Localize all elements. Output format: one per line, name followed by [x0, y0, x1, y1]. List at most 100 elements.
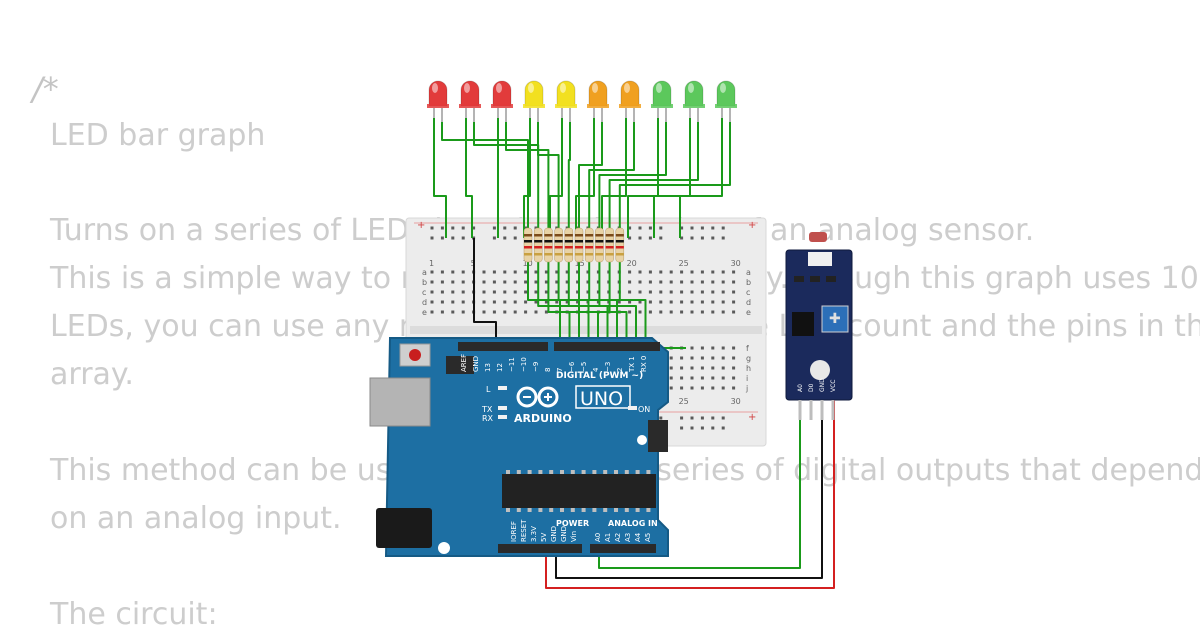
- resistor: [533, 227, 543, 263]
- breadboard-row-label: j: [745, 384, 748, 393]
- jumper-wire: [545, 400, 835, 589]
- breadboard-row-label: d: [422, 298, 427, 307]
- jumper-wire: [608, 122, 699, 228]
- jumper-wire: [505, 122, 550, 228]
- jumper-wire: [433, 118, 447, 238]
- breadboard-row-label: g: [746, 354, 751, 363]
- code-comment-open: /*: [32, 70, 59, 108]
- analog-header-label: ANALOG IN: [608, 519, 658, 528]
- tx-label: TX: [481, 405, 493, 414]
- breadboard-column-label: 1: [429, 259, 434, 268]
- breadboard-column-label: 20: [627, 259, 637, 268]
- digital-pin-label: AREF: [460, 354, 468, 372]
- arduino-logo: [516, 386, 559, 408]
- sensor-pin-label: D0: [808, 383, 815, 392]
- digital-pin-label: ~3: [604, 362, 612, 372]
- led: [683, 80, 705, 122]
- led: [587, 80, 609, 122]
- power-pin-label: 5V: [540, 533, 548, 542]
- digital-pin-label: 2: [616, 368, 624, 372]
- jumper-wire: [568, 262, 611, 344]
- resistor: [615, 227, 625, 263]
- jumper-wire: [587, 262, 591, 344]
- sensor-pin-label: GND: [819, 378, 826, 392]
- breadboard-row-label: f: [746, 344, 749, 353]
- breadboard-row-label: c: [746, 288, 750, 297]
- digital-pin-label: ~5: [580, 362, 588, 372]
- on-led-label: ON: [638, 405, 650, 414]
- reset-button-cap[interactable]: [409, 349, 421, 361]
- analog-pin-label: A0: [594, 533, 602, 542]
- jumper-wire: [618, 122, 731, 228]
- digital-pin-label: GND: [472, 356, 480, 372]
- analog-pin-label: A3: [624, 533, 632, 542]
- code-line-8: The circuit:: [50, 597, 218, 630]
- breadboard-row-label: i: [746, 374, 748, 383]
- jumper-wire: [575, 118, 595, 238]
- digital-pin-label: 12: [496, 363, 504, 372]
- power-pin-label: GND: [560, 526, 568, 542]
- jumper-wire: [465, 118, 473, 238]
- digital-pin-label: RX 0: [640, 356, 648, 372]
- led: [619, 80, 641, 122]
- usb-port: [369, 377, 431, 427]
- digital-pin-label: 13: [484, 363, 492, 372]
- svg-text:✚: ✚: [829, 311, 841, 327]
- jumper-wire: [567, 122, 571, 228]
- jumper-wire: [441, 122, 529, 228]
- jumper-wire: [598, 122, 667, 228]
- power-pin-label: IOREF: [510, 521, 518, 542]
- digital-pin-label: 8: [544, 368, 552, 372]
- jumper-wires: [433, 118, 835, 589]
- jumper-wire: [549, 118, 563, 238]
- resistor: [584, 227, 594, 263]
- breadboard-row-label: a: [746, 268, 751, 277]
- resistor: [544, 227, 553, 263]
- sensitivity-potentiometer[interactable]: [821, 305, 849, 333]
- breadboard-column-label: 30: [731, 397, 741, 406]
- digital-pin-label: TX 1: [628, 356, 636, 373]
- jumper-wire: [679, 118, 723, 238]
- svg-text:+: +: [748, 412, 756, 423]
- sensor-pin-label: A0: [797, 384, 804, 392]
- sensor-pin-label: VCC: [830, 380, 837, 392]
- svg-text:+: +: [417, 220, 425, 231]
- arduino-model-label: UNO: [580, 388, 623, 410]
- power-jack: [376, 508, 432, 548]
- jumper-wire: [588, 122, 635, 228]
- led: [651, 80, 673, 122]
- breadboard-row-label: e: [422, 308, 427, 317]
- breadboard-column-label: 25: [679, 397, 689, 406]
- jumper-wire: [578, 262, 601, 344]
- breadboard-row-label: a: [422, 268, 427, 277]
- jumper-wire: [537, 122, 560, 228]
- breadboard-row-label: b: [422, 278, 427, 287]
- code-line-title: LED bar graph: [50, 118, 266, 153]
- digital-pin-label: ~10: [520, 357, 528, 372]
- svg-text:+: +: [748, 220, 756, 231]
- digital-pins-label: DIGITAL (PWM ~): [556, 371, 643, 381]
- jumper-wire: [555, 400, 823, 579]
- resistor: [605, 227, 614, 263]
- power-pin-label: 3.3V: [530, 526, 538, 542]
- breadboard-row-label: b: [746, 278, 751, 287]
- power-pin-label: GND: [550, 526, 558, 542]
- arduino-uno-board[interactable]: ARDUINO UNO DIGITAL (PWM ~) ON TX RX L P…: [369, 337, 669, 557]
- jumper-wire: [523, 118, 531, 238]
- digital-pin-label: 4: [592, 367, 600, 372]
- analog-pin-label: A2: [614, 533, 622, 542]
- resistor-array: [523, 227, 625, 263]
- resistor: [574, 227, 584, 263]
- resistor: [595, 227, 604, 263]
- breadboard-row-label: e: [746, 308, 751, 317]
- jumper-wire: [473, 238, 497, 344]
- jumper-wire: [578, 122, 603, 228]
- resistor: [523, 227, 533, 263]
- led: [427, 80, 449, 122]
- led: [715, 80, 737, 122]
- jumper-wire: [627, 118, 659, 238]
- light-sensor-module[interactable]: ✚ A0 D0 GND VCC: [785, 232, 853, 420]
- resistor: [564, 227, 574, 263]
- jumper-wire: [598, 400, 801, 569]
- led: [523, 80, 545, 122]
